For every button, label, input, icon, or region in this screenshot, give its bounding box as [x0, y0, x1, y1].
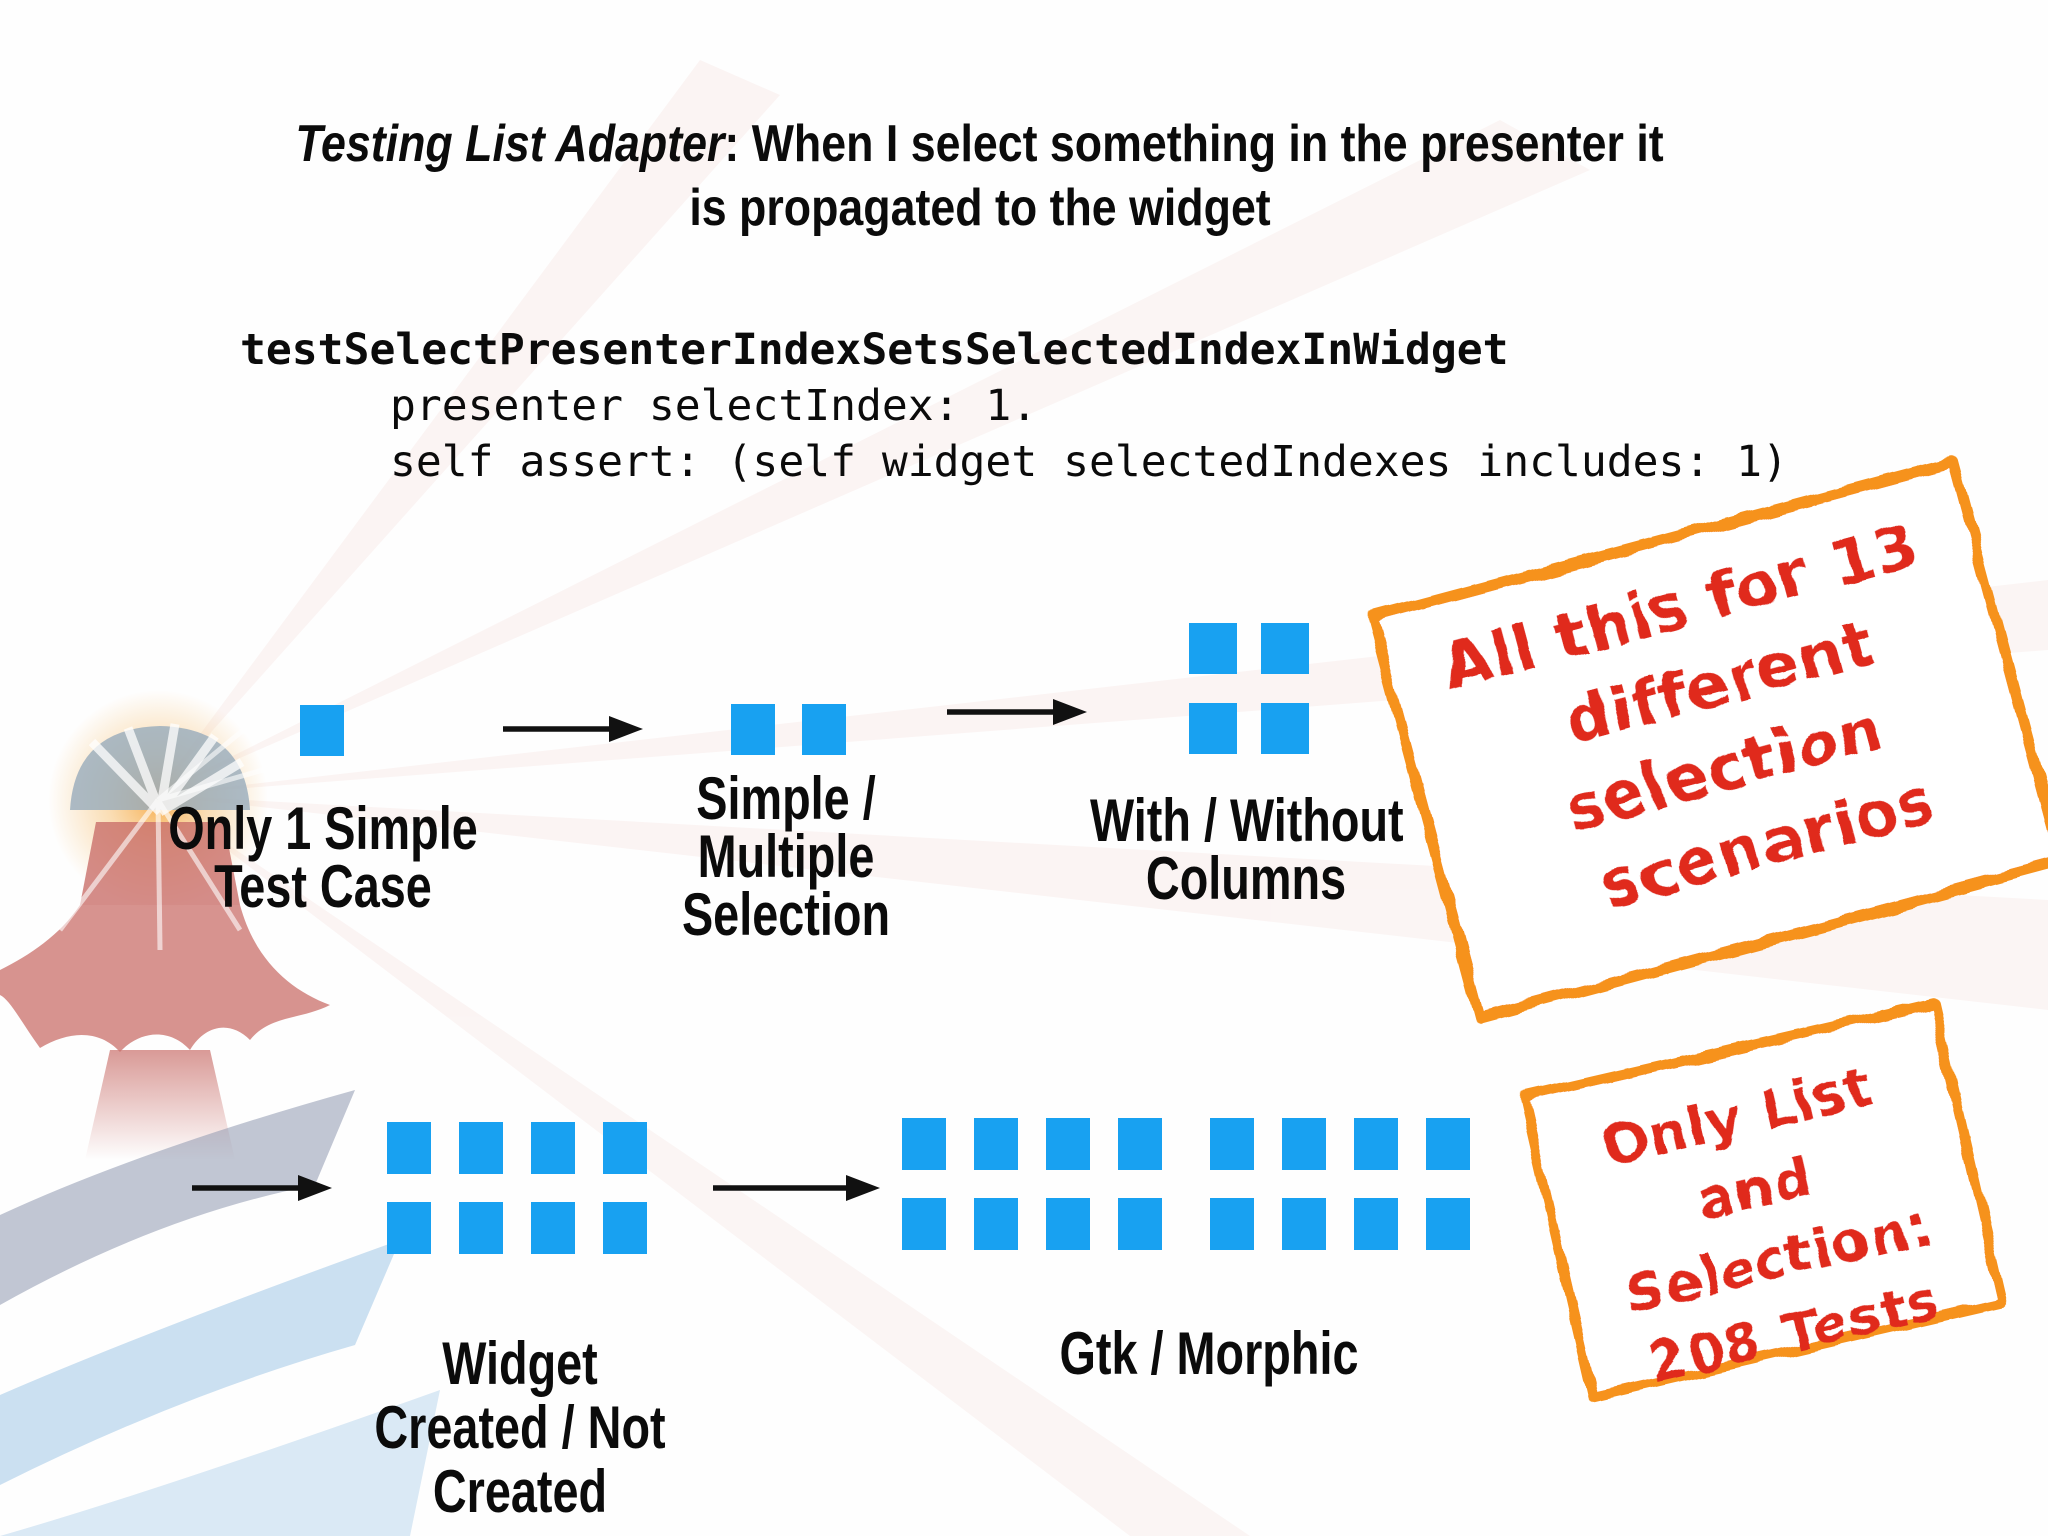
flow-arrow-icon [503, 716, 643, 742]
title-line2: is propagated to the widget [689, 179, 1271, 237]
square-row [300, 705, 344, 756]
test-case-square [1210, 1198, 1254, 1250]
test-case-square [974, 1118, 1018, 1170]
test-case-square [1426, 1198, 1470, 1250]
lighthouse-watermark-icon [0, 60, 2048, 1536]
slide-title: Testing List Adapter: When I select some… [0, 112, 1960, 240]
test-case-square [902, 1118, 946, 1170]
square-row [731, 704, 846, 755]
label-line: Only 1 Simple [168, 795, 478, 862]
test-case-square [802, 704, 846, 755]
label-line: Created [432, 1458, 608, 1525]
square-row [902, 1198, 1470, 1250]
code-method-signature: testSelectPresenterIndexSetsSelectedInde… [240, 325, 1509, 375]
test-case-square [531, 1202, 575, 1254]
stage-grid-columns [1189, 623, 1309, 754]
label-line: Columns [1145, 845, 1347, 912]
test-case-square [1282, 1198, 1326, 1250]
square-row [387, 1202, 647, 1254]
test-case-square [1426, 1118, 1470, 1170]
test-case-square [1118, 1198, 1162, 1250]
stage-grid-single-test-case [300, 705, 344, 756]
title-emphasis: Testing List Adapter [295, 115, 725, 173]
label-line: Gtk / Morphic [1059, 1320, 1359, 1387]
test-case-square [1354, 1198, 1398, 1250]
test-case-square [1046, 1198, 1090, 1250]
label-line: With / Without [1090, 787, 1404, 854]
square-row [1189, 623, 1309, 674]
stage-label-backend: Gtk / Morphic [1053, 1322, 1365, 1386]
code-line: self assert: (self widget selectedIndexe… [390, 437, 1788, 487]
square-row [1189, 703, 1309, 754]
test-case-square [459, 1202, 503, 1254]
test-case-square [974, 1198, 1018, 1250]
test-case-square [1261, 703, 1309, 754]
test-case-square [1046, 1118, 1090, 1170]
test-case-square [1189, 623, 1237, 674]
label-line: Selection [681, 881, 891, 948]
test-case-square [1261, 623, 1309, 674]
test-case-square [1189, 703, 1237, 754]
flow-arrow-icon [192, 1175, 332, 1201]
square-row [902, 1118, 1470, 1170]
title-rest: : When I select something in the present… [724, 115, 1665, 173]
code-line: presenter selectIndex: 1. [390, 381, 1038, 431]
test-case-square [459, 1122, 503, 1174]
test-case-square [531, 1122, 575, 1174]
stage-grid-selection-mode [731, 704, 846, 755]
test-case-square [1118, 1118, 1162, 1170]
test-case-square [731, 704, 775, 755]
stage-grid-widget-created [387, 1122, 647, 1254]
test-case-square [387, 1122, 431, 1174]
label-line: Test Case [214, 853, 432, 920]
test-case-square [387, 1202, 431, 1254]
test-case-square [1282, 1118, 1326, 1170]
test-case-square [300, 705, 344, 756]
square-row [387, 1122, 647, 1174]
label-line: Multiple [697, 823, 875, 890]
test-case-square [1210, 1118, 1254, 1170]
test-case-square [603, 1202, 647, 1254]
flow-arrow-icon [947, 699, 1087, 725]
stage-grid-backend [902, 1118, 1470, 1250]
label-line: Widget [442, 1330, 598, 1397]
label-line: Simple / [696, 765, 876, 832]
test-case-square [1354, 1118, 1398, 1170]
test-case-square [603, 1122, 647, 1174]
code-snippet: testSelectPresenterIndexSetsSelectedInde… [240, 322, 1788, 490]
test-case-square [902, 1198, 946, 1250]
label-line: Created / Not [374, 1394, 666, 1461]
flow-arrow-icon [713, 1175, 880, 1201]
